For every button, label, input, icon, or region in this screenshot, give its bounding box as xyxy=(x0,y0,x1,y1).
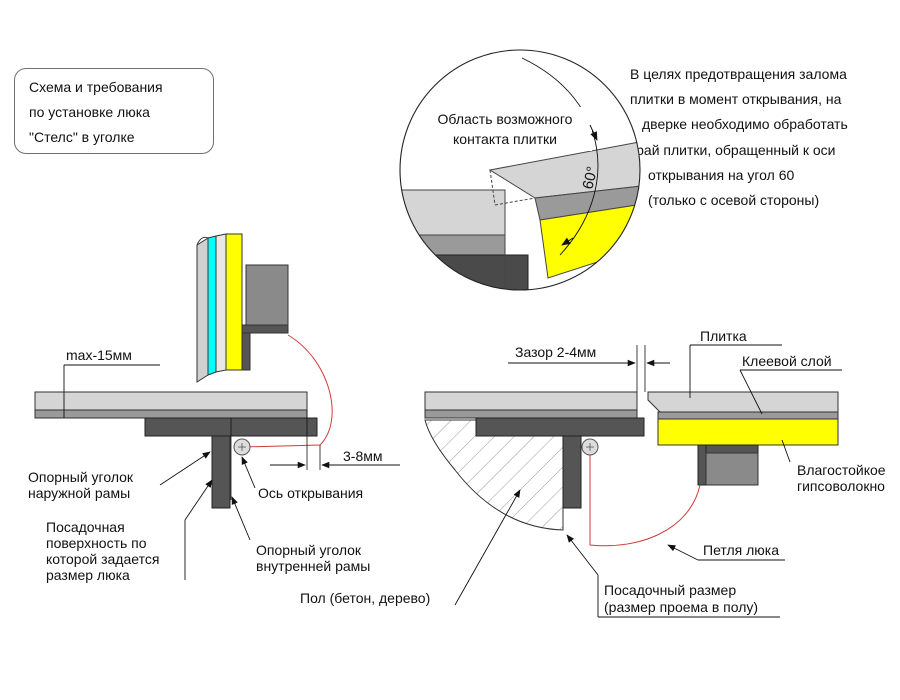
seat-size-line-2: (размер проема в полу) xyxy=(604,599,758,615)
right-frame-angle xyxy=(475,417,645,437)
outer-angle-line-1: Опорный уголок xyxy=(28,469,134,485)
door-tile xyxy=(647,391,839,413)
detail-steel-left xyxy=(400,254,529,290)
door-block-right xyxy=(705,452,759,486)
right-inner-angle xyxy=(562,435,582,509)
gap-3-8-label: 3-8мм xyxy=(343,448,382,464)
title-box: Схема и требования по установке люка "Ст… xyxy=(14,68,214,154)
door-cyan-layer xyxy=(207,235,217,376)
floor-hatch xyxy=(424,419,564,531)
seat-line-2: поверхность по xyxy=(46,535,147,551)
door-yellow-layer xyxy=(225,233,243,371)
board-line-2: гипсоволокно xyxy=(797,478,885,494)
inner-angle-line-1: Опорный уголок xyxy=(256,542,362,558)
contact-area-line-1: Область возможного xyxy=(438,111,573,127)
contact-area-line-2: контакта плитки xyxy=(453,131,557,147)
door-block xyxy=(245,264,289,326)
title-line-3: "Стелс" в уголке xyxy=(29,129,135,145)
note-line-4: край плитки, обращенный к оси xyxy=(630,142,836,158)
detail-glue-left xyxy=(400,234,506,256)
detail-rotation-arc xyxy=(521,57,599,256)
note-line-2: плитки в момент открывания, на xyxy=(630,91,842,107)
inner-angle-line-2: внутренней рамы xyxy=(256,558,370,574)
hinge-label: Петля люка xyxy=(703,542,779,558)
axis-label: Ось открывания xyxy=(258,485,363,501)
glue-label: Клеевой слой xyxy=(742,353,832,369)
right-hinge-arc xyxy=(589,455,701,547)
left-floor-tile xyxy=(34,391,308,411)
detail-glue-right xyxy=(534,184,640,221)
note-line-5: открывания на угол 60 xyxy=(648,167,795,183)
detail-view: Область возможного контакта плитки 60° xyxy=(399,49,641,291)
title-line-1: Схема и требования xyxy=(29,79,163,95)
gap-2-4-label: Зазор 2-4мм xyxy=(515,344,596,360)
right-section: Зазор 2-4мм Плитка Клеевой слой Влагосто… xyxy=(300,328,886,618)
board-line-1: Влагостойкое xyxy=(797,462,886,478)
angle-label: 60° xyxy=(579,165,601,191)
title-line-2: по установке люка xyxy=(29,104,150,120)
note-line-1: В целях предотвращения залома xyxy=(630,66,847,82)
left-section: max-15мм 3-8мм Ось открывания Опорный уг… xyxy=(28,233,400,583)
seat-line-4: размер люка xyxy=(46,567,130,583)
door-glue xyxy=(657,411,839,420)
detail-board-yellow xyxy=(539,202,640,279)
detail-tile-left xyxy=(400,189,506,236)
note-line-3: дверке необходимо обработать xyxy=(642,116,848,132)
max-15-label: max-15мм xyxy=(66,347,132,363)
inner-frame-angle xyxy=(211,435,231,509)
floor-label: Пол (бетон, дерево) xyxy=(300,590,430,606)
outer-angle-line-2: наружной рамы xyxy=(28,485,130,501)
seat-size-line-1: Посадочный размер xyxy=(604,582,736,598)
tile-label: Плитка xyxy=(700,328,747,344)
note-line-6: (только с осевой стороны) xyxy=(648,192,820,208)
door-gypsum-board xyxy=(657,418,839,446)
seat-line-1: Посадочная xyxy=(46,519,125,535)
right-floor-tile-left xyxy=(424,391,638,411)
detail-circle xyxy=(399,49,641,291)
seat-line-3: которой задается xyxy=(46,551,159,567)
left-hinge-arc xyxy=(241,334,333,448)
